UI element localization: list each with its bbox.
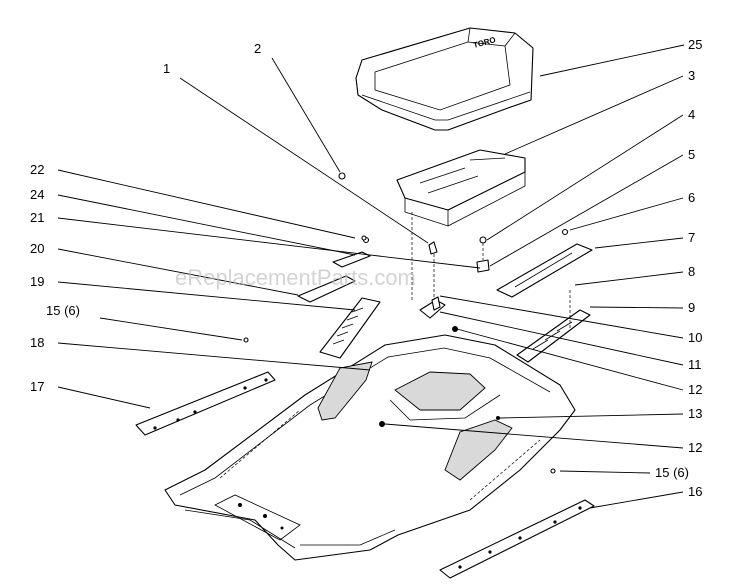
callout-21: 21 [30, 210, 44, 225]
fender-body [164, 334, 576, 561]
left-plates [297, 236, 381, 359]
left-rail [135, 371, 276, 436]
watermark: eReplacementParts.com [175, 265, 416, 290]
callout-24: 24 [30, 187, 44, 202]
callout-6: 6 [688, 190, 695, 205]
callout-7: 7 [688, 230, 695, 245]
center-hardware [338, 172, 490, 332]
callout-19: 19 [30, 274, 44, 289]
callout-25: 25 [688, 37, 702, 52]
callout-13: 13 [688, 406, 702, 421]
callout-22: 22 [30, 162, 44, 177]
callout-8: 8 [688, 264, 695, 279]
callout-4: 4 [688, 107, 695, 122]
right-rail [439, 499, 595, 579]
callout-12-lower: 12 [688, 440, 702, 455]
screws [243, 235, 556, 474]
callout-12-upper: 12 [688, 382, 702, 397]
seat: TORO [355, 27, 534, 131]
callout-2: 2 [254, 41, 261, 56]
callout-15-left: 15 (6) [46, 303, 80, 318]
leader-lines [57, 44, 685, 509]
callout-10: 10 [688, 330, 702, 345]
callout-17: 17 [30, 379, 44, 394]
callout-16: 16 [688, 484, 702, 499]
callout-20: 20 [30, 241, 44, 256]
callout-18: 18 [30, 335, 44, 350]
right-plates [496, 228, 593, 363]
callout-11: 11 [688, 357, 702, 372]
callout-15-right: 15 (6) [655, 465, 689, 480]
callout-labels: 1 2 25 3 4 5 22 24 21 20 19 15 (6) 18 17… [30, 37, 702, 499]
callout-3: 3 [688, 68, 695, 83]
seat-bracket [396, 149, 526, 227]
callout-5: 5 [688, 147, 695, 162]
callout-9: 9 [688, 300, 695, 315]
callout-1: 1 [163, 61, 170, 76]
